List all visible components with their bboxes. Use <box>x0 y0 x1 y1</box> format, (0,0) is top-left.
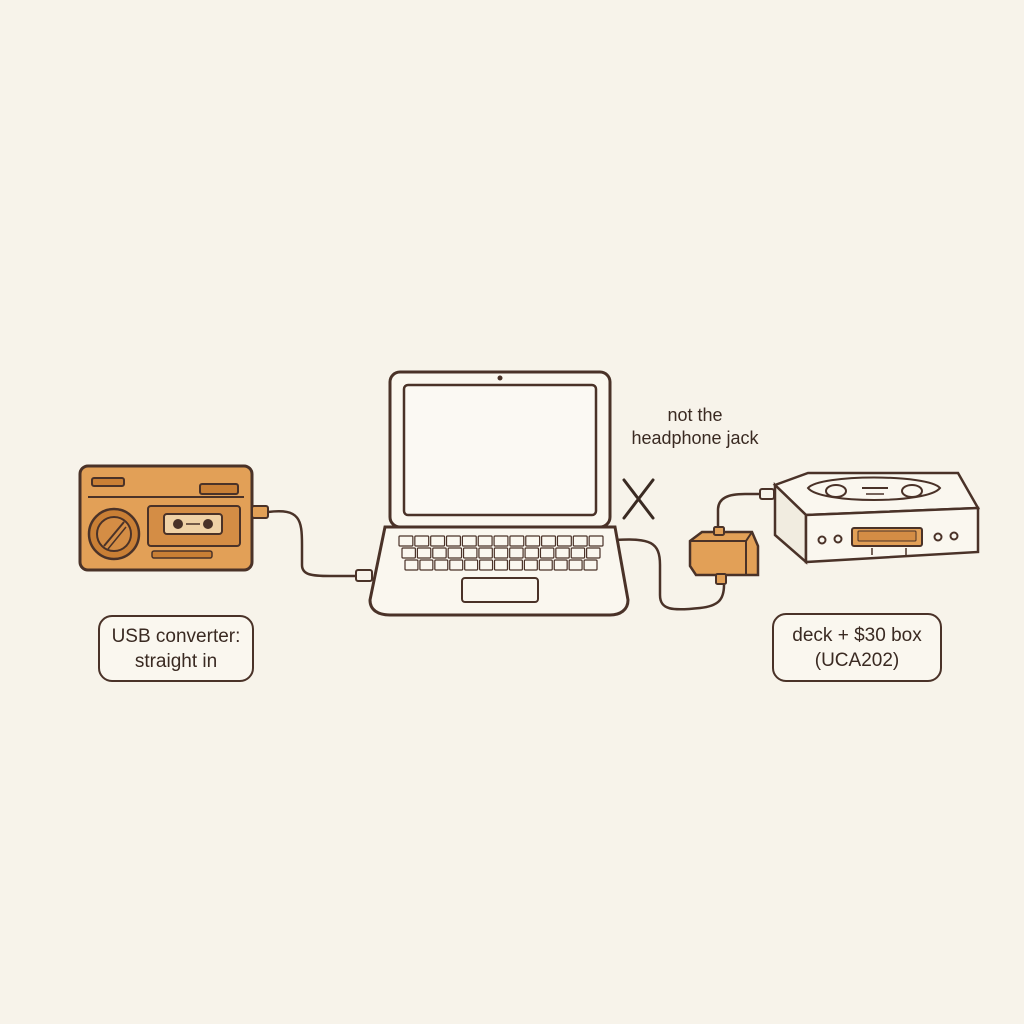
right-caption-bubble: deck + $30 box (UCA202) <box>772 613 942 682</box>
laptop-key <box>553 559 568 571</box>
laptop-key <box>416 547 432 559</box>
warning-note-line1: not the <box>667 405 723 425</box>
laptop-key <box>404 559 419 571</box>
laptop-key <box>493 535 509 547</box>
laptop-key <box>538 559 553 571</box>
laptop-keyboard <box>398 535 604 571</box>
laptop-key <box>583 559 598 571</box>
laptop-key <box>445 535 461 547</box>
laptop-key <box>588 535 604 547</box>
right-caption-line1: deck + $30 box <box>792 624 922 646</box>
warning-note-line2: headphone jack <box>631 428 759 448</box>
laptop-key <box>462 547 478 559</box>
laptop-key <box>398 535 414 547</box>
laptop-key <box>479 559 494 571</box>
laptop-key <box>477 535 493 547</box>
laptop-key <box>541 535 557 547</box>
laptop-key <box>493 547 509 559</box>
left-caption-line2: straight in <box>134 650 218 672</box>
laptop-key <box>556 535 572 547</box>
laptop-key <box>464 559 479 571</box>
cassette-deck-icon <box>772 471 981 565</box>
usb-audio-interface-icon <box>688 526 760 585</box>
left-usb-cable <box>267 510 360 578</box>
rca-plug <box>759 488 775 500</box>
laptop-key <box>434 559 449 571</box>
laptop-key <box>478 547 493 559</box>
laptop-key <box>509 535 525 547</box>
left-usb-plug <box>355 569 373 582</box>
laptop-key <box>401 547 416 559</box>
laptop-icon <box>368 370 630 617</box>
left-caption-bubble: USB converter: straight in <box>98 615 254 682</box>
warning-note: not the headphone jack <box>600 404 790 450</box>
laptop-key <box>419 559 434 571</box>
laptop-key <box>449 559 464 571</box>
laptop-key <box>523 559 538 571</box>
laptop-key <box>508 559 523 571</box>
laptop-key <box>461 535 477 547</box>
laptop-key <box>432 547 447 559</box>
laptop-key <box>414 535 430 547</box>
laptop-key <box>572 535 588 547</box>
laptop-key <box>570 547 586 559</box>
laptop-key <box>447 547 463 559</box>
laptop-key <box>555 547 570 559</box>
laptop-key <box>568 559 583 571</box>
right-caption-line2: (UCA202) <box>814 649 900 671</box>
laptop-key <box>586 547 601 559</box>
left-caption-line1: USB converter: <box>111 625 241 647</box>
usb-cassette-converter-icon <box>78 464 269 572</box>
rca-cable <box>716 492 762 527</box>
laptop-key <box>539 547 555 559</box>
laptop-key <box>509 547 524 559</box>
laptop-key <box>524 547 540 559</box>
cross-mark-icon <box>622 478 655 520</box>
right-usb-cable <box>615 538 726 611</box>
laptop-key <box>493 559 509 571</box>
laptop-key <box>525 535 541 547</box>
laptop-key <box>430 535 446 547</box>
